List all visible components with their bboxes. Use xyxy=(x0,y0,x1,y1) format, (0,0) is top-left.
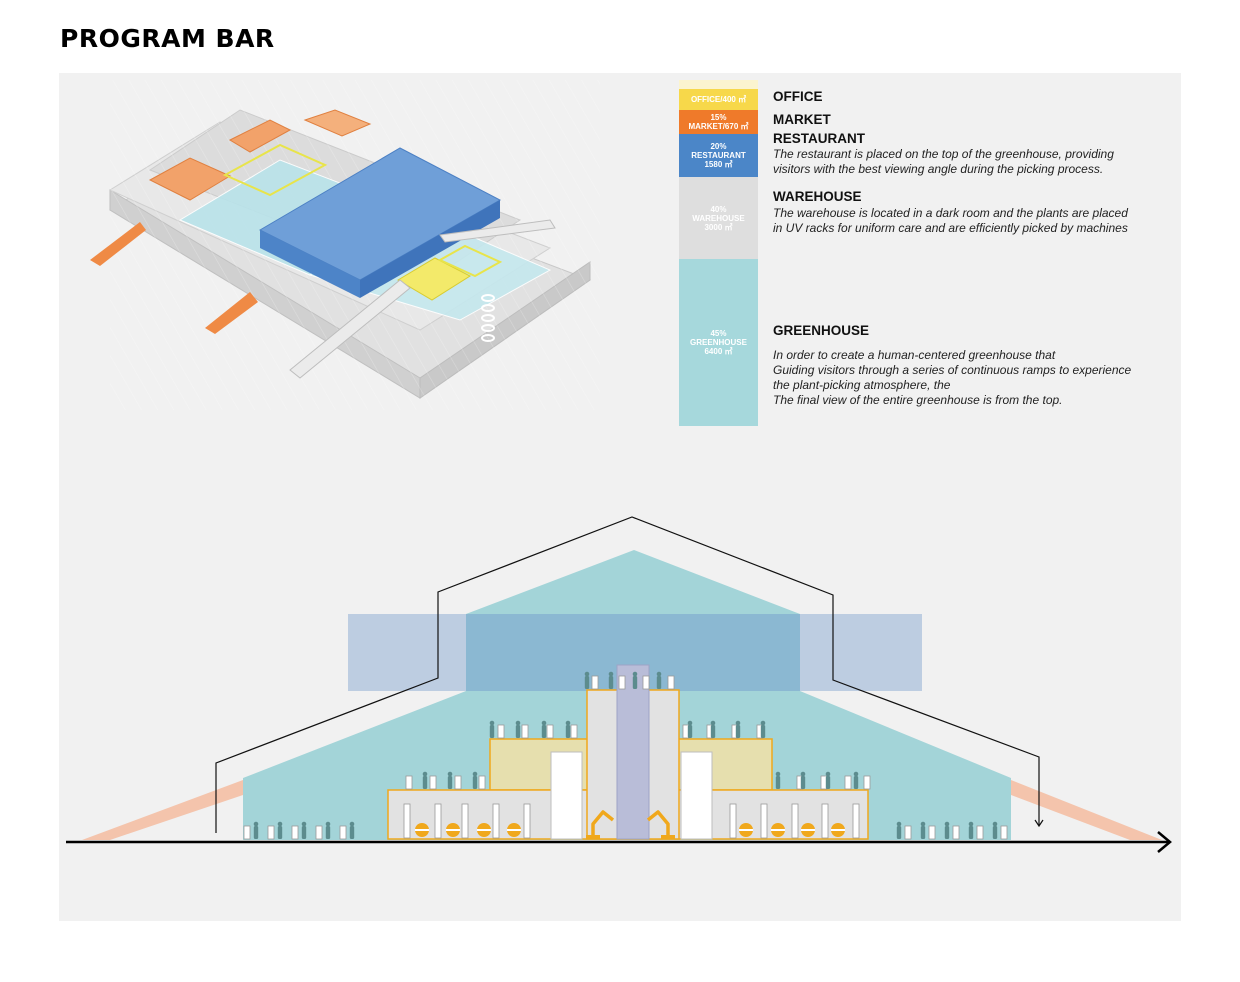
greenhouse-description: In order to create a human-centered gree… xyxy=(773,348,1131,408)
greenhouse-title: GREENHOUSE xyxy=(773,323,870,338)
orange-ramp-1 xyxy=(90,222,146,266)
axonometric-building xyxy=(90,80,600,410)
program-bar-office: OFFICE/400 ㎡ xyxy=(679,89,758,110)
office-title: OFFICE xyxy=(773,89,823,104)
restaurant-volume-front xyxy=(360,200,500,298)
market-bar-percent: 15% xyxy=(710,113,727,122)
program-bar-restaurant: 20% RESTAURANT 1580 ㎡ xyxy=(679,134,758,177)
warehouse-bar-percent: 40% xyxy=(710,204,727,214)
warehouse-description-line: The warehouse is located in a dark room … xyxy=(773,206,1128,220)
bridge-walkway-1 xyxy=(289,279,411,379)
warehouse-bar-label: WAREHOUSE xyxy=(692,213,745,223)
restaurant-title: RESTAURANT xyxy=(773,131,865,146)
restaurant-bar-percent: 20% xyxy=(710,142,727,151)
warehouse-description: The warehouse is located in a dark room … xyxy=(773,206,1128,236)
restaurant-description-line: visitors with the best viewing angle dur… xyxy=(773,162,1104,176)
page-title: PROGRAM BAR xyxy=(60,24,275,53)
program-bar-warehouse: 40% WAREHOUSE 3000 ㎡ xyxy=(679,177,758,259)
bridge-walkway-2 xyxy=(439,219,556,243)
restaurant-bar-area: 1580 ㎡ xyxy=(704,160,733,169)
market-title: MARKET xyxy=(773,112,831,127)
greenhouse-description-line: the plant-picking atmosphere, the xyxy=(773,378,951,392)
yellow-rack-3 xyxy=(437,244,503,278)
spiral-stair-icon xyxy=(481,294,495,342)
greenhouse-bar-label: GREENHOUSE xyxy=(690,338,747,347)
orange-ramp-2 xyxy=(205,292,258,334)
program-bar-market: 15% MARKET/670 ㎡ xyxy=(679,110,758,134)
greenhouse-description-line: The final view of the entire greenhouse … xyxy=(773,393,1063,407)
restaurant-volume-side xyxy=(260,230,360,298)
office-bar-label: OFFICE/400 ㎡ xyxy=(690,95,747,104)
market-volume-3 xyxy=(303,109,372,137)
warehouse-title: WAREHOUSE xyxy=(773,189,862,204)
market-bar-label: MARKET/670 ㎡ xyxy=(688,122,749,131)
yellow-rack-2 xyxy=(397,257,472,301)
warehouse-bar-area: 3000 ㎡ xyxy=(704,222,733,232)
greenhouse-bar-area: 6400 ㎡ xyxy=(704,347,733,356)
restaurant-description-line: The restaurant is placed on the top of t… xyxy=(773,147,1114,161)
greenhouse-description-line: In order to create a human-centered gree… xyxy=(773,348,1056,362)
greenhouse-description-line: Guiding visitors through a series of con… xyxy=(773,363,1132,377)
restaurant-bar-label: RESTAURANT xyxy=(691,151,746,160)
program-bar-cream xyxy=(679,80,758,89)
greenhouse-bar-percent: 45% xyxy=(710,329,727,338)
restaurant-description: The restaurant is placed on the top of t… xyxy=(773,147,1114,177)
market-volume-1 xyxy=(148,157,232,201)
warehouse-description-line: in UV racks for uniform care and are eff… xyxy=(773,221,1128,235)
market-volume-2 xyxy=(228,119,292,153)
yellow-rack-1 xyxy=(222,143,328,197)
program-bar-greenhouse: 45% GREENHOUSE 6400 ㎡ xyxy=(679,259,758,426)
